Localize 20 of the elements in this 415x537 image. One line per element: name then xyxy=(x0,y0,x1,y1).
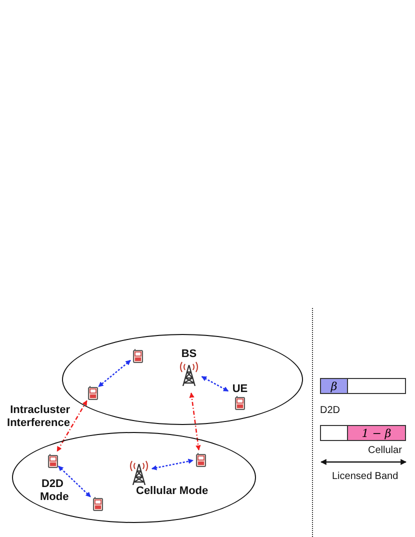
node-label: BS xyxy=(181,348,197,361)
text-label: Licensed Band xyxy=(332,470,398,483)
node-label: UE xyxy=(232,383,248,396)
band-segment xyxy=(320,378,348,394)
text-label: D2D xyxy=(320,404,340,417)
band-segment xyxy=(347,378,406,394)
segment-label: β xyxy=(330,380,338,392)
link-arrow xyxy=(98,360,131,388)
link-arrow xyxy=(58,466,91,498)
segment-label: 1 − β xyxy=(362,426,392,440)
text-label: Intracluster Interference xyxy=(6,404,70,430)
band-segment xyxy=(320,425,348,441)
link-arrow xyxy=(201,376,229,392)
cluster-ellipse xyxy=(12,432,256,523)
text-label: Cellular Mode xyxy=(136,485,208,498)
link-arrow xyxy=(189,392,201,451)
link-arrow xyxy=(151,458,194,470)
link-arrow xyxy=(56,400,88,452)
band-segment xyxy=(347,425,406,441)
text-label: Cellular xyxy=(368,444,402,457)
